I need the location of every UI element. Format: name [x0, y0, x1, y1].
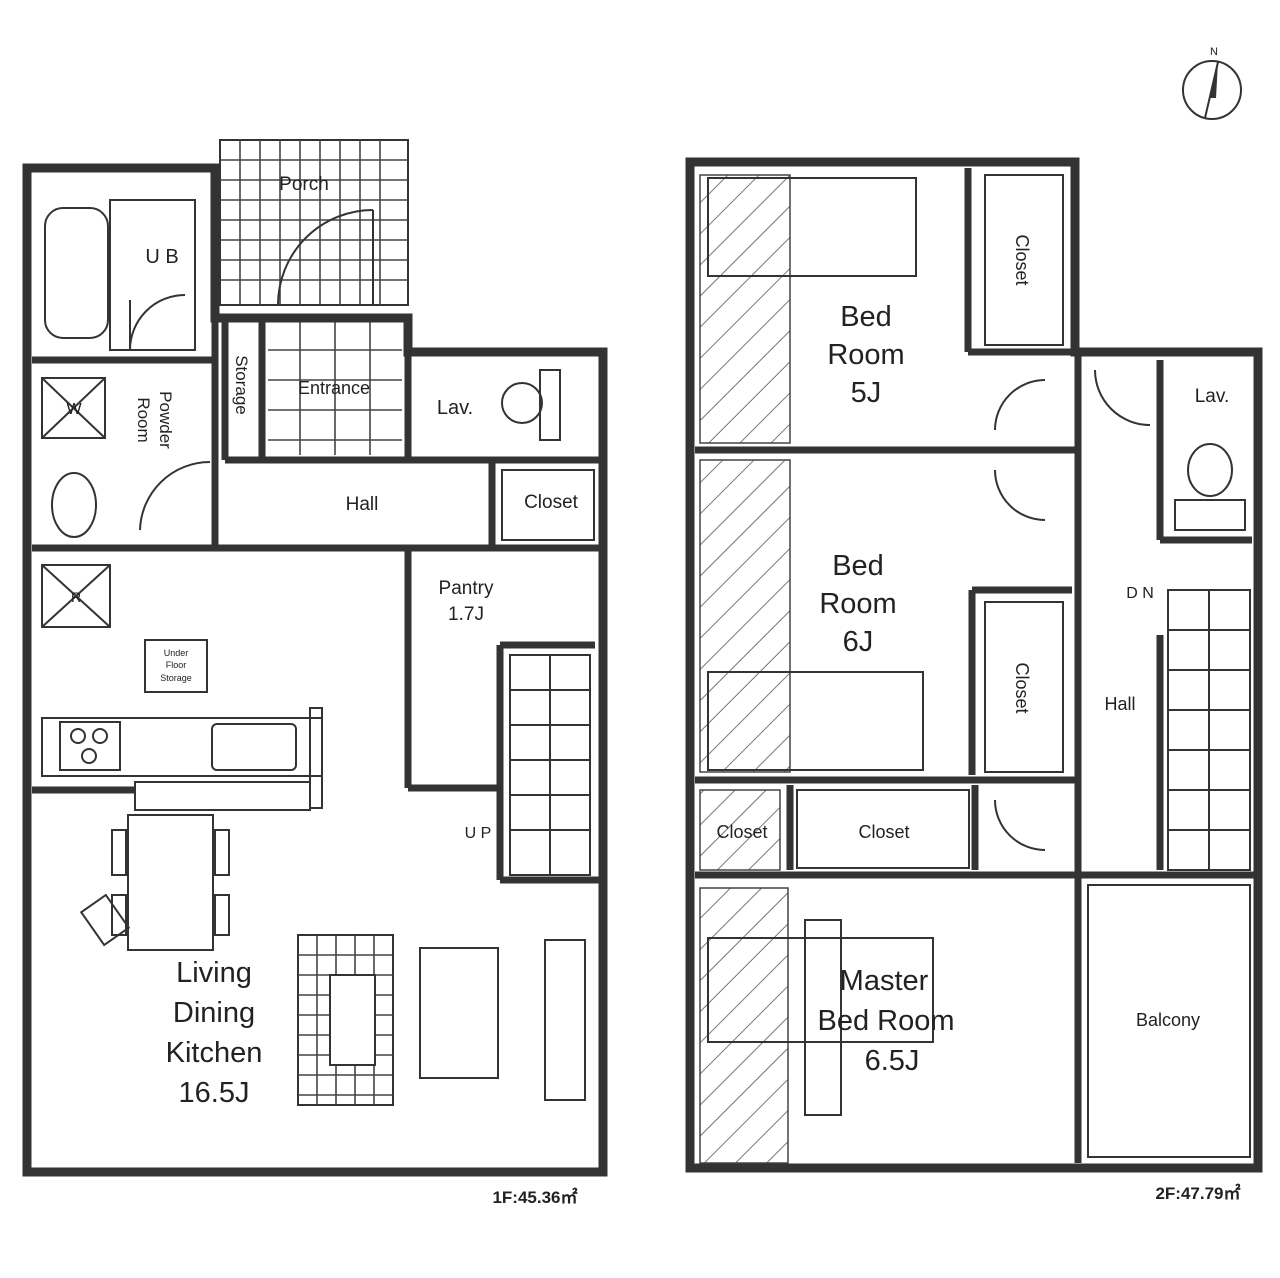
- bed-6j: [707, 671, 924, 771]
- dining-table: [79, 814, 230, 951]
- coffee-table: [419, 947, 499, 1079]
- stairs-down: [1167, 589, 1251, 871]
- svg-text:Room: Room: [134, 397, 153, 442]
- storage-label: Storage: [232, 355, 251, 415]
- svg-text:Under: Under: [164, 648, 189, 658]
- pantry-label: Pantry 1.7J: [439, 578, 494, 625]
- floor-2-plan: Bed Room 5J Closet Lav. Bed Room 6J Clos…: [685, 157, 1263, 1203]
- hatch-bed5: [699, 174, 791, 444]
- up-label: U P: [465, 825, 492, 842]
- porch-door-arc: [277, 209, 374, 306]
- entrance-tiles: [268, 322, 402, 455]
- bath-door-arc: [129, 294, 186, 351]
- closet-small-label: Closet: [716, 822, 767, 842]
- closet-bed6-label: Closet: [1012, 662, 1032, 713]
- entrance-label: Entrance: [298, 378, 370, 398]
- dn-label: D N: [1126, 585, 1154, 602]
- floor-2-area: 2F:47.79㎡: [1155, 1183, 1240, 1203]
- closet-master-label: Closet: [858, 822, 909, 842]
- hatch-closet: [699, 789, 781, 871]
- fridge-box: R: [41, 564, 111, 628]
- svg-text:5J: 5J: [851, 377, 882, 409]
- floor-1-outer-wall: [22, 163, 608, 1177]
- svg-text:Bed: Bed: [840, 301, 892, 333]
- svg-text:Floor: Floor: [166, 660, 187, 670]
- svg-text:Master: Master: [840, 965, 929, 997]
- fridge-mark: R: [71, 589, 81, 605]
- bed-5j: [707, 177, 917, 277]
- master-desk: [804, 919, 842, 1116]
- svg-text:Pantry: Pantry: [439, 578, 494, 599]
- svg-text:Powder: Powder: [156, 391, 175, 449]
- bed6-label: Bed Room 6J: [819, 550, 896, 658]
- powder-room-label: Powder Room: [134, 391, 175, 449]
- washer-box: W: [41, 377, 106, 439]
- hall-2f-label: Hall: [1104, 694, 1135, 714]
- hatch-bed6: [699, 459, 791, 773]
- floor-2-outer-wall: [685, 157, 1263, 1173]
- north-label: N: [1210, 46, 1218, 58]
- door-bed6-arc: [994, 469, 1046, 521]
- door-lav-arc: [1094, 369, 1151, 426]
- powder-door-arc: [139, 461, 211, 531]
- toilet: [501, 369, 561, 441]
- svg-text:Room: Room: [819, 588, 896, 620]
- balcony-label: Balcony: [1136, 1010, 1200, 1030]
- svg-text:Dining: Dining: [173, 997, 255, 1029]
- shower-area: [109, 199, 196, 351]
- svg-text:1.7J: 1.7J: [448, 604, 484, 625]
- ldk-label: Living Dining Kitchen 16.5J: [166, 957, 263, 1109]
- floor-1-area: 1F:45.36㎡: [492, 1187, 577, 1207]
- hatch-master: [699, 887, 789, 1164]
- svg-text:Kitchen: Kitchen: [166, 1037, 263, 1069]
- closet-bed6-box: [984, 601, 1064, 773]
- closet-bed5-box: [984, 174, 1064, 346]
- svg-text:6J: 6J: [843, 626, 874, 658]
- closet-1f-label: Closet: [524, 492, 579, 513]
- floor-2-interior-walls: [695, 168, 1258, 1163]
- svg-text:Storage: Storage: [160, 673, 192, 683]
- underfloor-storage: Under Floor Storage: [144, 639, 208, 693]
- bed-master: [707, 937, 934, 1043]
- porch-tiles: [219, 139, 409, 306]
- stairs-up: [509, 654, 591, 876]
- door-master-arc: [994, 799, 1046, 851]
- north-compass: N: [1182, 46, 1242, 120]
- closet-bed5-label: Closet: [1012, 234, 1032, 285]
- lav-2f-label: Lav.: [1195, 386, 1230, 407]
- closet-1f-box: [501, 469, 595, 541]
- bed5-label: Bed Room 5J: [827, 301, 904, 409]
- tv-board: [544, 939, 586, 1101]
- svg-text:Living: Living: [176, 957, 252, 989]
- door-bed5-arc: [994, 379, 1046, 431]
- ub-label: U B: [145, 246, 178, 268]
- svg-text:Bed Room: Bed Room: [817, 1005, 954, 1037]
- hall-1f-label: Hall: [346, 494, 379, 515]
- lav-1f-label: Lav.: [437, 397, 473, 419]
- washbasin: [51, 472, 97, 538]
- svg-text:6.5J: 6.5J: [865, 1045, 920, 1077]
- svg-text:16.5J: 16.5J: [179, 1077, 250, 1109]
- floor-1-plan: W R: [22, 139, 608, 1207]
- balcony-area: [1087, 884, 1251, 1158]
- living-rug: [297, 934, 394, 1106]
- floor-1-interior-walls: [32, 168, 603, 884]
- master-label: Master Bed Room 6.5J: [817, 965, 954, 1077]
- toilet-2f: [1174, 443, 1246, 531]
- svg-text:Bed: Bed: [832, 550, 884, 582]
- washer-mark: W: [66, 401, 82, 418]
- porch-label: Porch: [279, 174, 329, 195]
- closet-master-box: [796, 789, 970, 869]
- kitchen-counter: [41, 707, 323, 811]
- bathtub: [44, 207, 109, 339]
- svg-text:Room: Room: [827, 339, 904, 371]
